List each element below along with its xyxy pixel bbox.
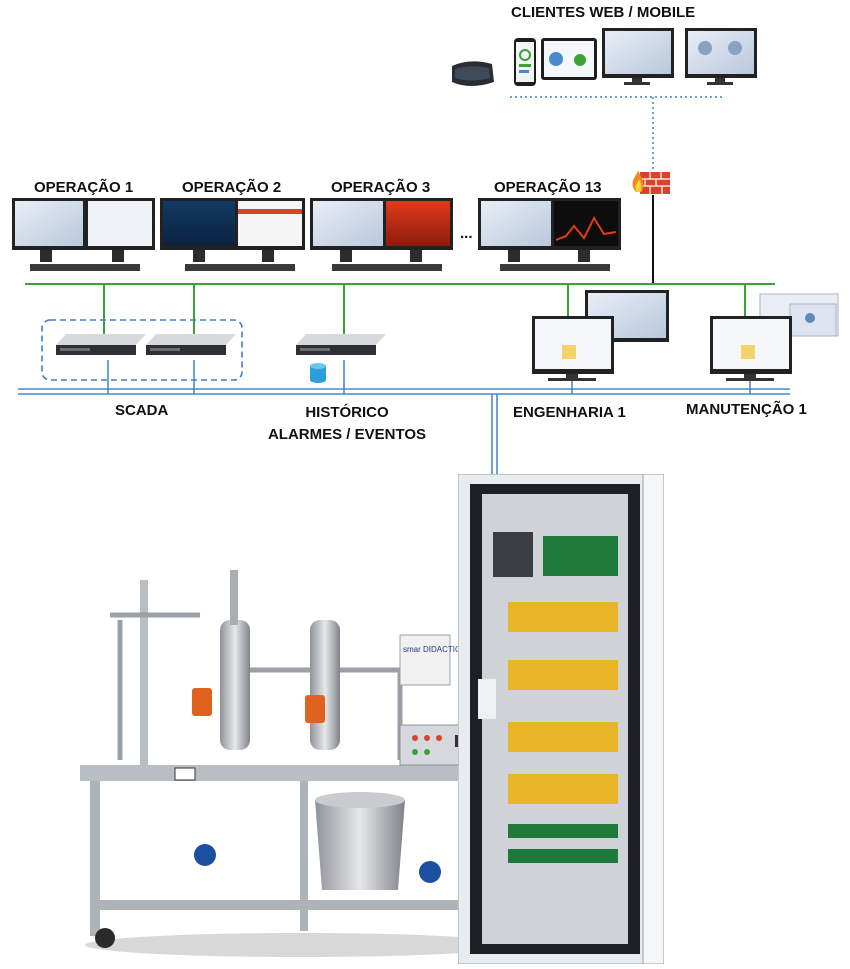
workstation-manutencao-1 <box>710 293 839 381</box>
historian-label-line1: HISTÓRICO <box>305 404 389 421</box>
panel-brand-text: smar DIDACTIC <box>403 645 461 654</box>
phone-icon <box>514 38 536 86</box>
database-icon <box>310 363 326 383</box>
scada-redundancy-group <box>41 319 243 381</box>
workstation-operacao-3 <box>310 198 453 271</box>
firewall-icon <box>632 170 670 194</box>
scada-label: SCADA <box>115 402 169 419</box>
wan-link <box>510 96 725 283</box>
process-plant-icon: smar DIDACTIC <box>80 570 520 957</box>
server-icon <box>146 334 236 355</box>
operation-label-13: OPERAÇÃO 13 <box>494 179 602 196</box>
monitor-icon <box>685 28 757 85</box>
historian-label-line2: ALARMES / EVENTOS <box>267 426 427 443</box>
operation-label-3: OPERAÇÃO 3 <box>331 179 431 196</box>
server-network <box>18 360 790 474</box>
server-icon <box>56 334 146 355</box>
workstation-operacao-2 <box>160 198 305 271</box>
maintenance-label: MANUTENÇÃO 1 <box>686 401 807 418</box>
control-cabinet-icon <box>458 474 664 964</box>
server-icon <box>296 334 386 355</box>
workstation-operacao-13 <box>478 198 621 271</box>
vr-headset-icon <box>452 61 494 86</box>
workstation-engenharia-1 <box>532 290 669 381</box>
ellipsis-text: ... <box>460 225 473 242</box>
clients-label: CLIENTES WEB / MOBILE <box>511 4 696 21</box>
tablet-icon <box>541 38 597 80</box>
workstation-operacao-1 <box>12 198 155 271</box>
operation-label-1: OPERAÇÃO 1 <box>34 179 134 196</box>
operation-label-2: OPERAÇÃO 2 <box>182 179 282 196</box>
operations-network <box>25 283 775 336</box>
monitor-icon <box>602 28 674 85</box>
engineering-label: ENGENHARIA 1 <box>513 404 626 421</box>
